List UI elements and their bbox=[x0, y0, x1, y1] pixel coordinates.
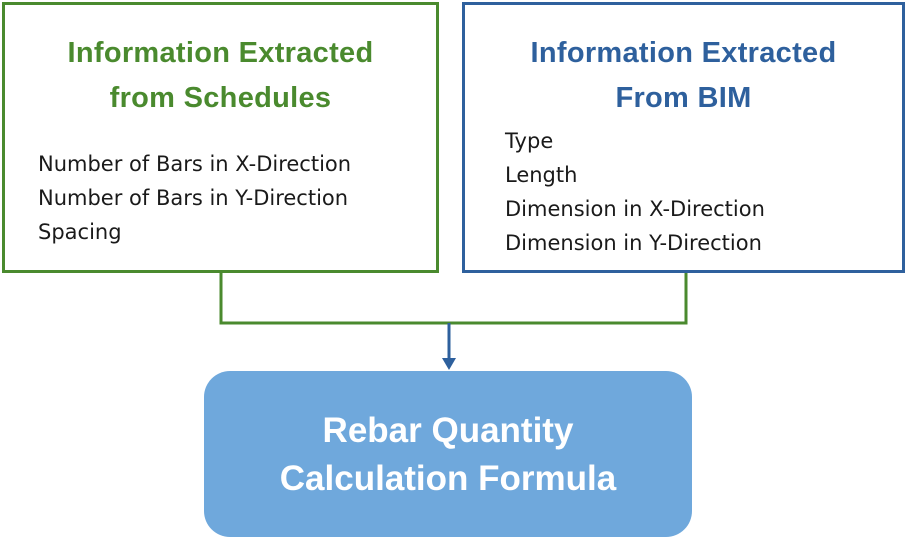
schedules-box-title: Information Extracted from Schedules bbox=[5, 31, 436, 121]
bim-info-box: Information Extracted From BIM Type Leng… bbox=[462, 2, 905, 273]
bim-title-line1: Information Extracted bbox=[530, 37, 837, 69]
schedules-item: Number of Bars in X-Direction bbox=[38, 152, 352, 176]
schedules-items-list: Number of Bars in X-Direction Number of … bbox=[38, 147, 351, 249]
formula-title-line1: Rebar Quantity bbox=[322, 411, 574, 450]
bim-item: Type bbox=[505, 129, 554, 153]
schedules-title-line2: from Schedules bbox=[109, 82, 332, 114]
schedules-title-line1: Information Extracted bbox=[67, 37, 374, 69]
bim-box-title: Information Extracted From BIM bbox=[465, 31, 902, 121]
bim-items-list: Type Length Dimension in X-Direction Dim… bbox=[505, 124, 765, 260]
formula-box: Rebar Quantity Calculation Formula bbox=[204, 371, 692, 537]
bim-item: Length bbox=[505, 163, 578, 187]
formula-title-line2: Calculation Formula bbox=[279, 459, 617, 498]
bim-item: Dimension in Y-Direction bbox=[505, 231, 762, 255]
schedules-item: Spacing bbox=[38, 220, 122, 244]
formula-box-title: Rebar Quantity Calculation Formula bbox=[204, 407, 692, 503]
schedules-connector-line bbox=[219, 273, 688, 325]
schedules-info-box: Information Extracted from Schedules Num… bbox=[2, 2, 439, 273]
bim-title-line2: From BIM bbox=[615, 82, 752, 114]
bim-item: Dimension in X-Direction bbox=[505, 197, 765, 221]
arrow-down-icon bbox=[442, 358, 456, 370]
schedules-item: Number of Bars in Y-Direction bbox=[38, 186, 349, 210]
